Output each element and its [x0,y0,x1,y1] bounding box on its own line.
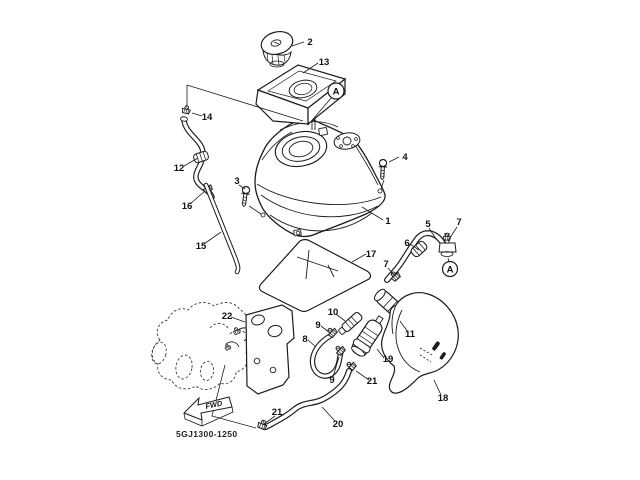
fuel-cock [438,232,457,257]
callout-4: 4 [402,152,408,163]
overflow-tube [203,182,241,275]
callout-17: 17 [366,249,377,260]
callout-8: 8 [302,334,307,345]
clamp-9-lower [333,343,347,357]
callout-18: 18 [438,393,449,404]
callout-16: 16 [182,201,193,212]
callout-3: 3 [234,176,239,187]
callout-9-lower: 9 [329,375,334,386]
callout-11: 11 [405,329,416,340]
callout-7-upper: 7 [456,217,461,228]
bolt-4 [377,158,388,181]
callout-22: 22 [222,311,233,322]
circled-ref-a-top [327,82,345,100]
tank-mount-tabs [260,188,383,237]
callout-14: 14 [202,112,213,123]
callout-20: 20 [333,419,344,430]
callout-13: 13 [319,57,330,68]
leader-lines [183,41,458,425]
callout-labels: 2 13 A 14 4 12 3 16 1 5 7 15 6 17 7 A 10… [174,37,462,430]
fuel-filter-19 [351,315,384,357]
callout-19: 19 [383,354,394,365]
tank-damper-pad [258,238,372,313]
callout-9-upper: 9 [315,320,320,331]
callout-21-mid: 21 [367,376,378,387]
pipe-fitting-10 [338,311,363,335]
bolt-3 [238,185,252,208]
fuel-tank [254,109,386,238]
heat-shield-plate [245,304,295,395]
hose-joint-collar [192,150,210,164]
callout-5: 5 [425,219,431,230]
callout-10: 10 [328,307,339,318]
callout-15: 15 [196,241,207,252]
fuel-sender-boss [333,132,361,150]
engine-reference-outline [151,302,251,390]
joint-cover-18 [381,292,459,394]
fwd-label: FWD [205,398,224,410]
callout-12: 12 [174,163,185,174]
callout-2: 2 [307,37,312,48]
fwd-arrow: FWD [183,396,234,427]
callout-21-lower: 21 [272,407,283,418]
callout-1: 1 [385,216,391,227]
callout-a-top: A [333,87,340,98]
callout-a-bottom: A [447,265,454,276]
fuel-filter-assembly [256,311,384,431]
fuel-cap [260,30,294,68]
engine-hose-routing-line [211,364,257,429]
clamp-14 [181,104,192,115]
circled-ref-a-bottom [441,260,459,278]
part-code-label: 5GJ1300-1250 [176,429,238,439]
fuel-cock-assembly [384,230,457,283]
callout-6: 6 [404,238,409,249]
callout-7-lower: 7 [383,259,388,270]
